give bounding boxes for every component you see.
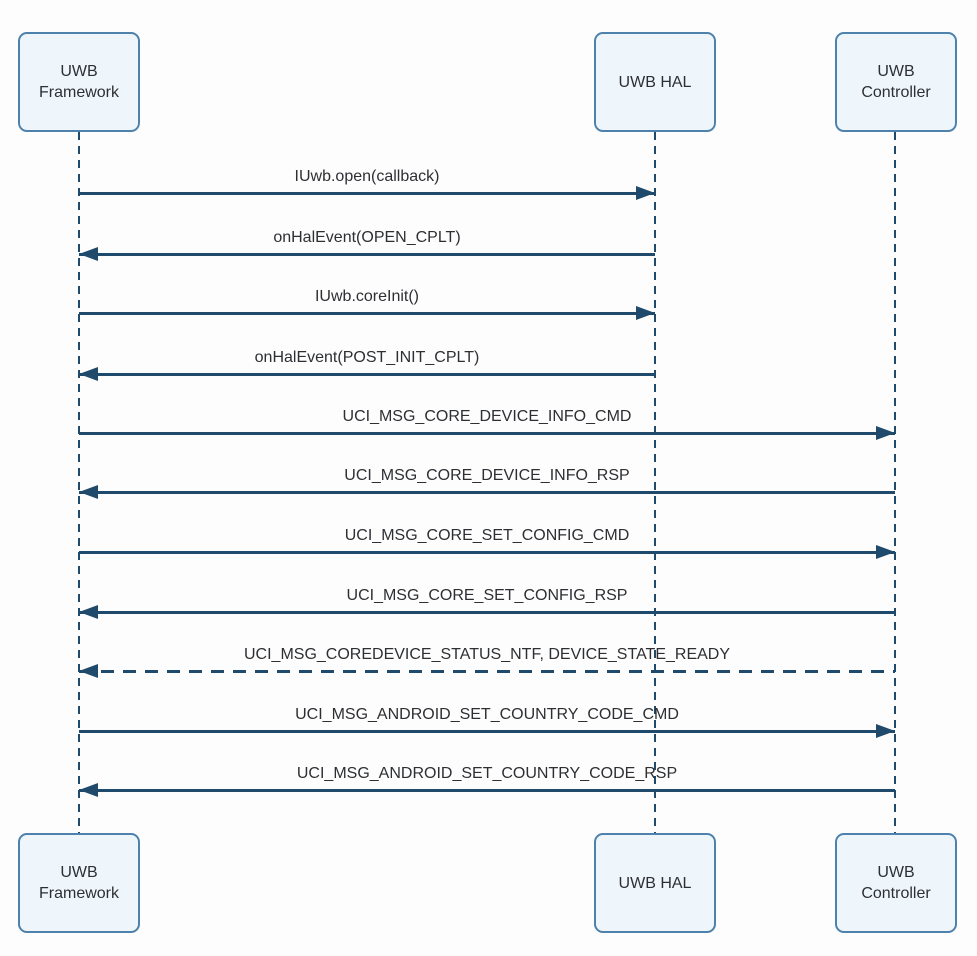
message-label: IUwb.open(callback) (294, 168, 440, 185)
arrowhead-right-icon (636, 306, 655, 320)
message-label: UCI_MSG_CORE_DEVICE_INFO_RSP (344, 467, 630, 484)
message-label: IUwb.coreInit() (314, 288, 420, 305)
actor-box-hal-bottom: UWB HAL (594, 833, 716, 933)
lifeline-hal (654, 132, 656, 833)
actor-label: UWB Controller (861, 63, 931, 101)
actor-box-controller-bottom: UWB Controller (835, 833, 957, 933)
actor-box-controller-top: UWB Controller (835, 32, 957, 132)
arrowhead-left-icon (79, 367, 98, 381)
message-line (79, 670, 895, 673)
arrowhead-right-icon (876, 545, 895, 559)
message-label: onHalEvent(POST_INIT_CPLT) (254, 349, 480, 366)
actor-box-hal-top: UWB HAL (594, 32, 716, 132)
arrowhead-left-icon (79, 783, 98, 797)
message-line (79, 611, 895, 614)
actor-box-framework-bottom: UWB Framework (18, 833, 140, 933)
actor-label: UWB HAL (618, 73, 692, 91)
message-label: UCI_MSG_ANDROID_SET_COUNTRY_CODE_CMD (295, 706, 679, 723)
arrowhead-left-icon (79, 247, 98, 261)
message-label: UCI_MSG_CORE_DEVICE_INFO_CMD (342, 408, 632, 425)
message-label: UCI_MSG_COREDEVICE_STATUS_NTF, DEVICE_ST… (243, 646, 731, 663)
message-line (79, 312, 655, 315)
message-line (79, 253, 655, 256)
actor-label: UWB Framework (38, 864, 119, 902)
message-label: UCI_MSG_ANDROID_SET_COUNTRY_CODE_RSP (296, 765, 678, 782)
lifeline-framework (78, 132, 80, 833)
arrowhead-left-icon (79, 664, 98, 678)
message-line (79, 432, 895, 435)
message-label: UCI_MSG_CORE_SET_CONFIG_CMD (344, 527, 630, 544)
message-line (79, 730, 895, 733)
arrowhead-left-icon (79, 485, 98, 499)
arrowhead-right-icon (876, 426, 895, 440)
message-line (79, 373, 655, 376)
actor-label: UWB Controller (861, 864, 931, 902)
message-label: onHalEvent(OPEN_CPLT) (273, 229, 461, 246)
message-line (79, 192, 655, 195)
message-line (79, 491, 895, 494)
actor-label: UWB HAL (618, 874, 692, 892)
arrowhead-right-icon (636, 186, 655, 200)
lifeline-controller (894, 132, 896, 833)
message-line (79, 789, 895, 792)
message-line (79, 551, 895, 554)
arrowhead-right-icon (876, 724, 895, 738)
actor-label: UWB Framework (38, 63, 119, 101)
arrowhead-left-icon (79, 605, 98, 619)
message-label: UCI_MSG_CORE_SET_CONFIG_RSP (346, 587, 628, 604)
actor-box-framework-top: UWB Framework (18, 32, 140, 132)
